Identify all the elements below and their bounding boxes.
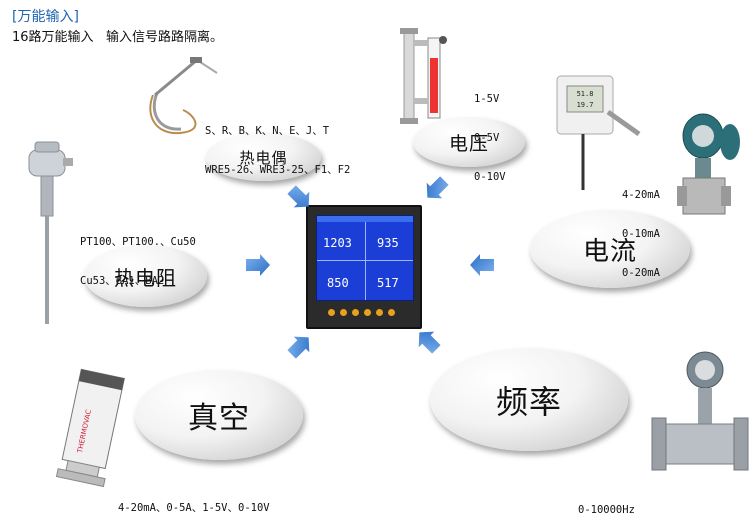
current-node: 电流 [530, 210, 690, 288]
frequency-node: 频率 [430, 348, 628, 451]
vacuum-gauge-image: THERMOVAC [55, 368, 125, 488]
thermocouple-probe-image [149, 57, 218, 135]
screen-value-4: 517 [377, 276, 399, 290]
rtd-label: 热电阻 [114, 265, 177, 290]
arrow-vacuum [287, 336, 310, 359]
svg-text:19.7: 19.7 [577, 101, 594, 109]
vacuum-spec-line: 4-20mA、0-5A、1-5V、0-10V [118, 502, 270, 514]
paperless-recorder: 1203 935 850 517 [306, 205, 422, 329]
arrow-voltage [426, 176, 449, 199]
thermocouple-node: 热电偶 [206, 133, 321, 181]
vacuum-node: 真空 [135, 370, 303, 460]
voltage-node: 电压 [413, 117, 525, 167]
pressure-transmitter-image [677, 113, 740, 215]
arrow-rtd [246, 254, 270, 276]
frequency-specs: 0-10000Hz [578, 478, 635, 530]
screen-value-3: 850 [327, 276, 349, 290]
thermocouple-label: 热电偶 [239, 148, 288, 167]
svg-text:51.8: 51.8 [577, 90, 594, 98]
section-title: [万能输入] [12, 9, 79, 25]
current-spec-line: 0-20mA [622, 267, 660, 279]
arrow-current [470, 254, 494, 276]
arrow-frequency [418, 331, 441, 354]
frequency-label: 频率 [495, 382, 562, 421]
rtd-probe-image [28, 141, 73, 324]
current-spec-line: 4-20mA [622, 189, 660, 201]
voltage-specs: 1-5V 0-5V 0-10V [474, 67, 506, 197]
vacuum-label: 真空 [188, 401, 250, 436]
current-spec-line: 0-10mA [622, 228, 660, 240]
frequency-spec-line: 0-10000Hz [578, 504, 635, 516]
flowmeter-image [651, 351, 749, 471]
recorder-buttons [318, 307, 410, 319]
transmitter-display-image: 51.8 19.7 [556, 75, 641, 190]
voltage-spec-line: 0-10V [474, 171, 506, 183]
current-label: 电流 [582, 236, 637, 267]
level-gauge-image [400, 28, 447, 124]
thermocouple-spec-line: S、R、B、K、N、E、J、T [205, 125, 330, 137]
screen-value-1: 1203 [323, 236, 352, 250]
rtd-specs: PT100、PT100.、Cu50 Cu53、BA1、BA2 [80, 210, 196, 301]
arrow-thermocouple [287, 185, 310, 208]
thermocouple-spec-line: WRE5-26、WRE3-25、F1、F2 [205, 164, 351, 176]
rtd-node: 热电阻 [84, 245, 207, 307]
voltage-label: 电压 [448, 132, 489, 155]
section-subtitle: 16路万能输入 输入信号路路隔离。 [12, 30, 223, 45]
current-specs: 4-20mA 0-10mA 0-20mA [622, 163, 660, 293]
voltage-spec-line: 0-5V [474, 132, 500, 144]
screen-value-2: 935 [377, 236, 399, 250]
voltage-spec-line: 1-5V [474, 93, 500, 105]
rtd-spec-line: PT100、PT100.、Cu50 [80, 236, 196, 248]
vacuum-specs: 4-20mA、0-5A、1-5V、0-10V [118, 476, 270, 528]
rtd-spec-line: Cu53、BA1、BA2 [80, 275, 165, 287]
thermocouple-specs: S、R、B、K、N、E、J、T WRE5-26、WRE3-25、F1、F2 [205, 99, 350, 190]
recorder-screen: 1203 935 850 517 [316, 215, 414, 301]
